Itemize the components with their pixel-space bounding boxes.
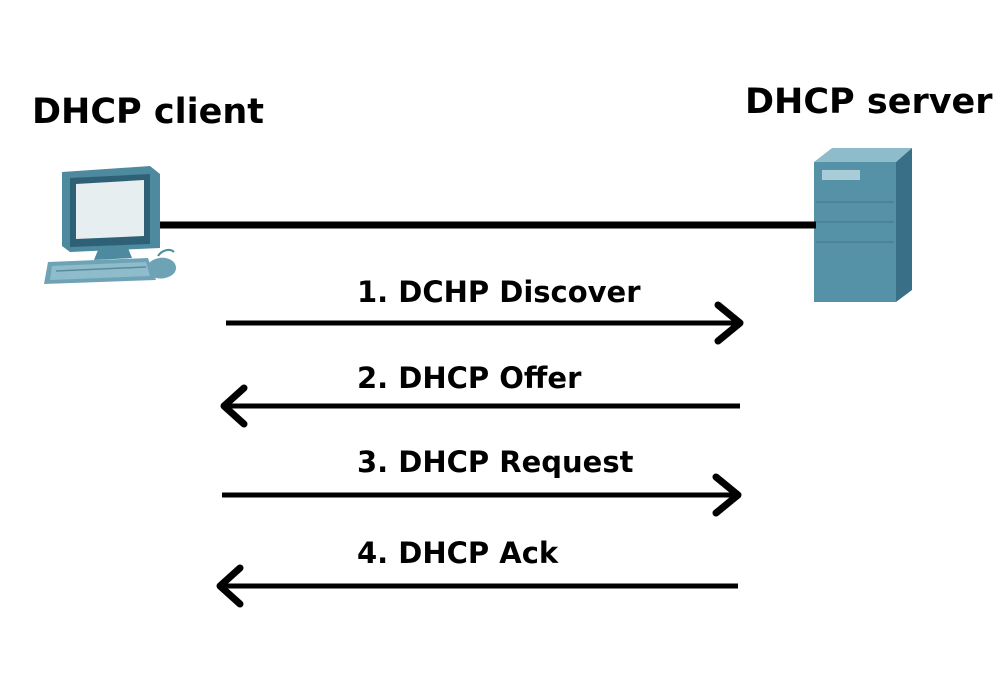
arrow-ack [216,564,738,608]
message-discover-label: 1. DCHP Discover [357,275,641,309]
message-request-label: 3. DHCP Request [357,445,634,479]
client-label: DHCP client [32,92,264,132]
arrow-offer [220,384,740,428]
message-ack-label: 4. DHCP Ack [357,536,559,570]
arrow-discover [226,301,744,345]
arrow-request [222,473,742,517]
server-label: DHCP server [745,82,993,122]
computer-icon [44,166,176,284]
message-offer-label: 2. DHCP Offer [357,361,582,395]
server-icon [814,148,912,302]
